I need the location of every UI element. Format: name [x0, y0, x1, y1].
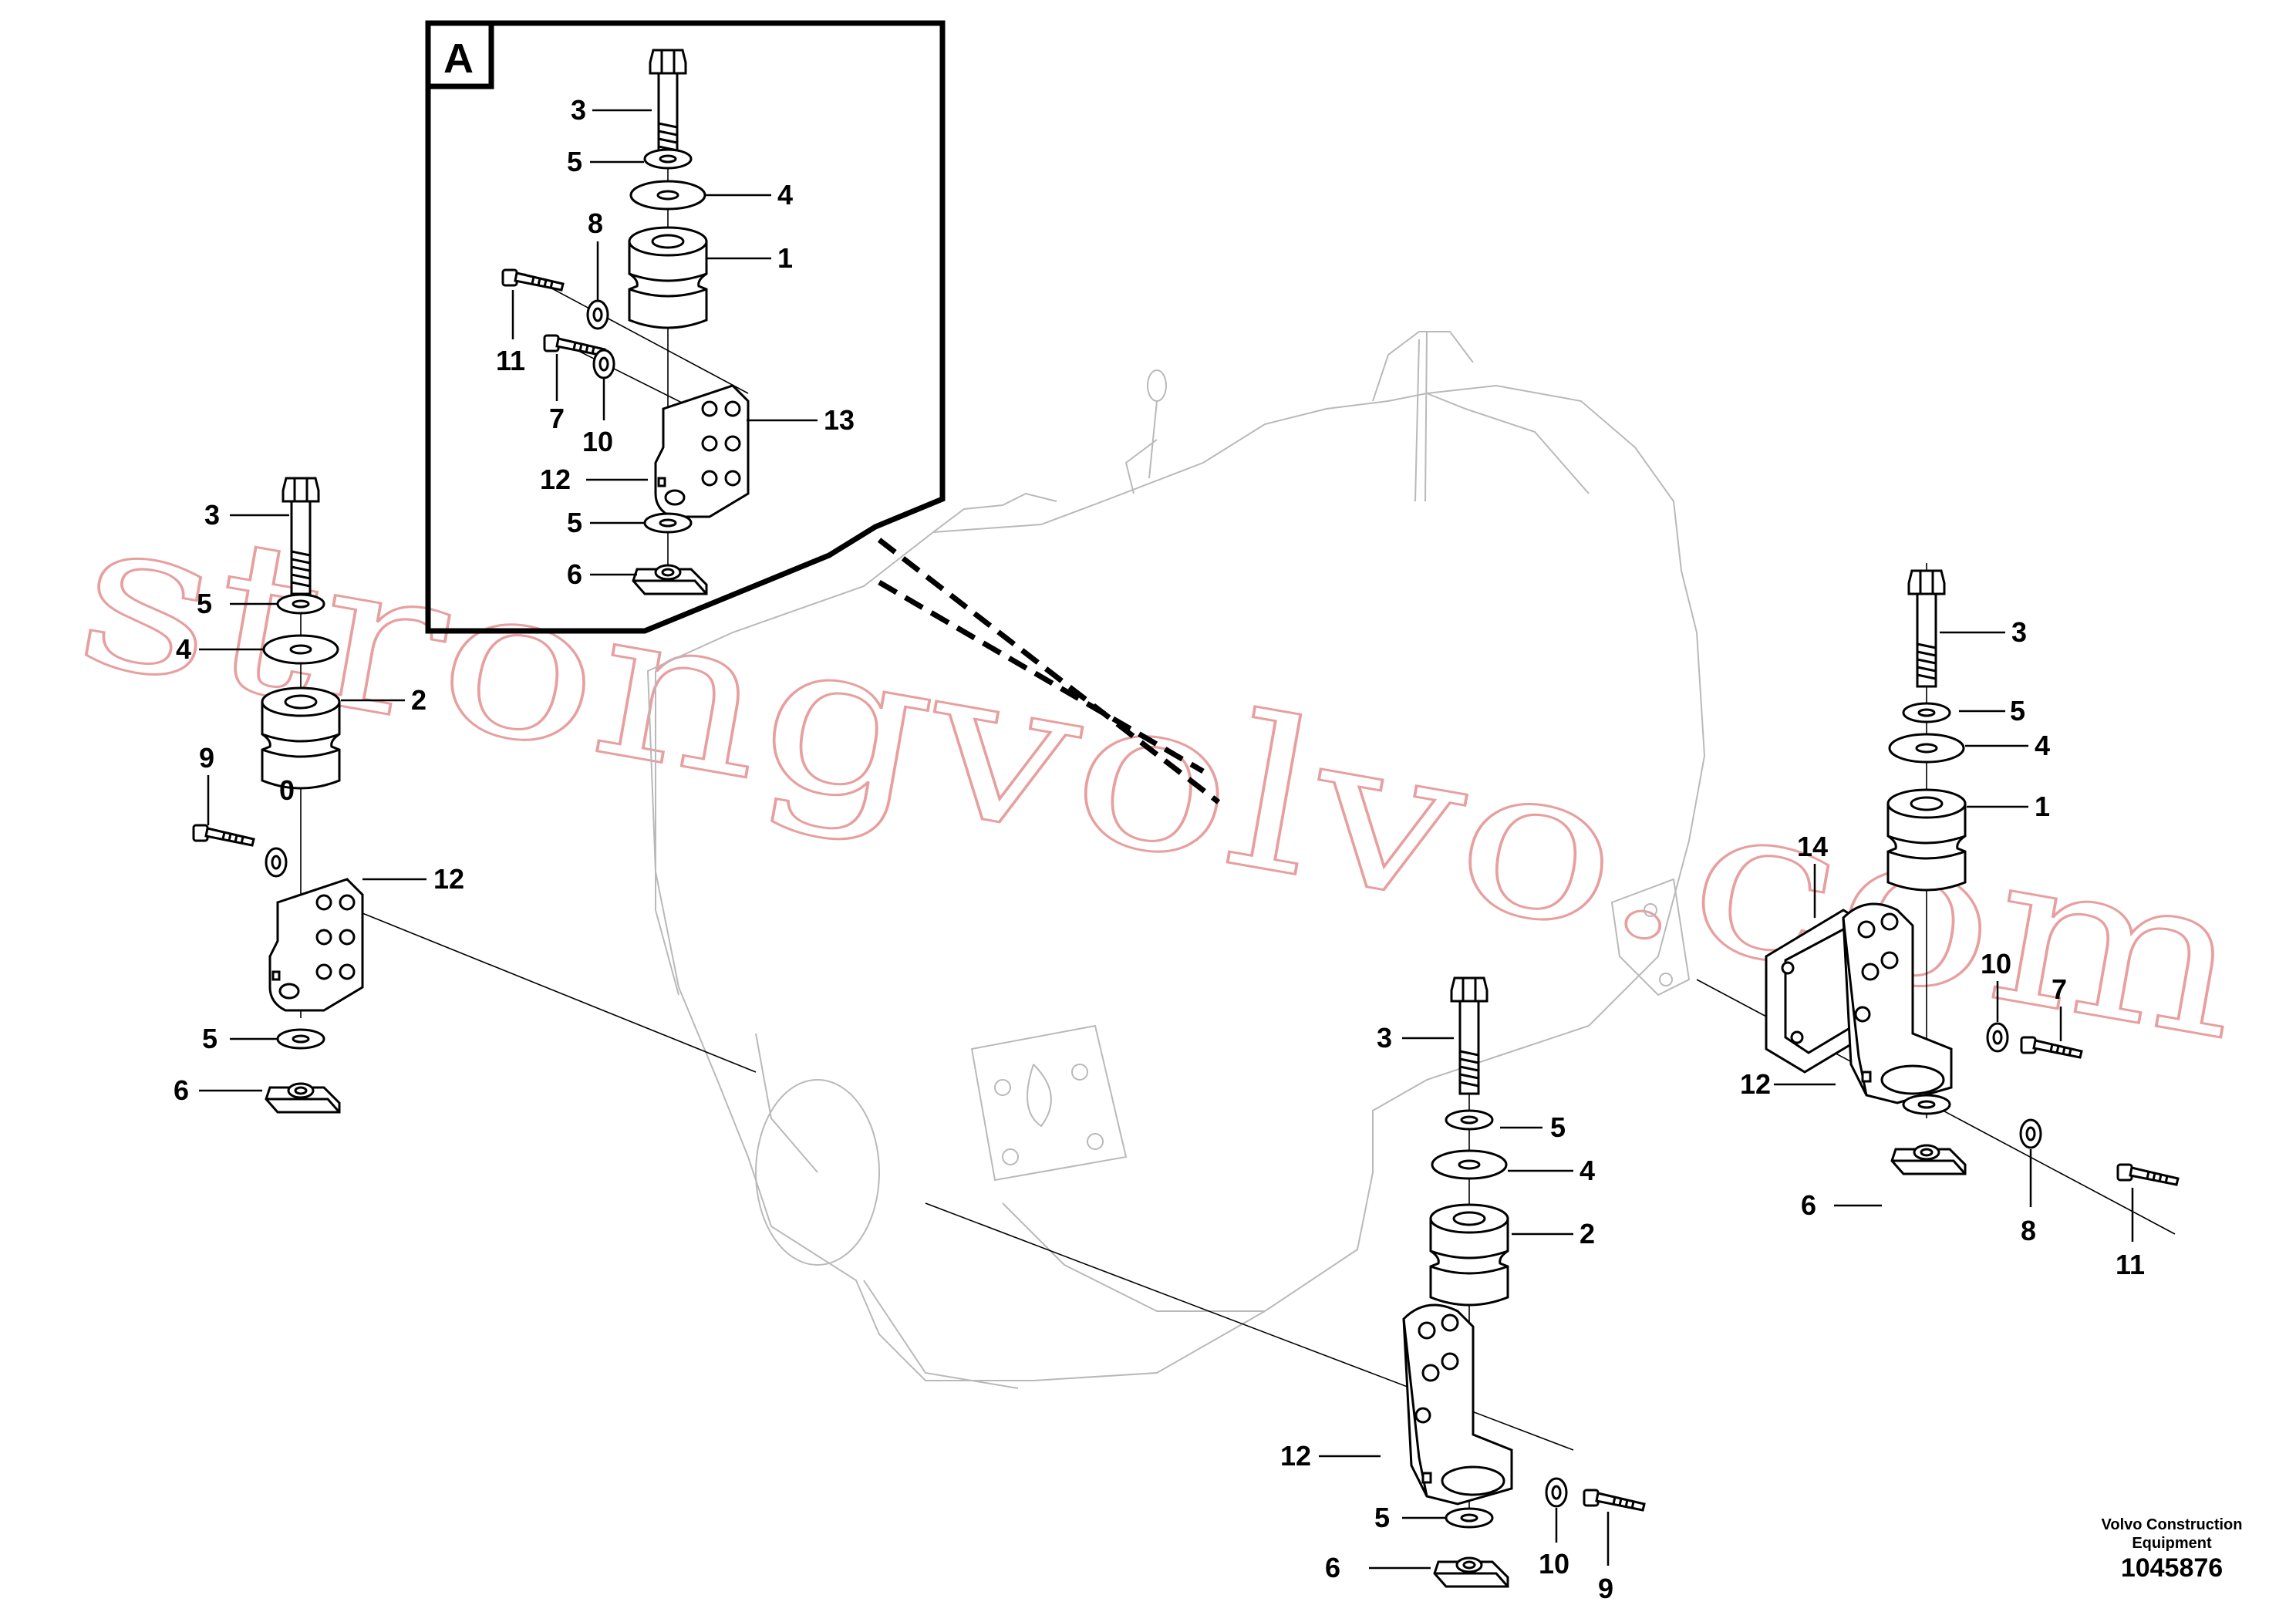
left-plate — [265, 1082, 341, 1114]
a-screw-lower — [543, 334, 606, 357]
callout-label: 2 — [411, 684, 426, 716]
callout-label: 12 — [1280, 1440, 1311, 1472]
engine-outline — [646, 331, 1706, 1389]
detail-a-frame: A — [425, 20, 946, 634]
a-lockwasher-upper — [586, 299, 609, 330]
center-leaders — [1319, 1037, 1610, 1570]
right-washer-top — [1902, 702, 1951, 723]
callout-label: 8 — [588, 207, 603, 239]
callout-label: 0 — [279, 774, 295, 806]
detail-a-link — [877, 538, 1221, 804]
left-washer-large — [262, 634, 339, 665]
callout-label: 2 — [1580, 1218, 1595, 1249]
callout-label: 4 — [1580, 1155, 1595, 1186]
right-bolt — [1907, 569, 1946, 688]
a-screw-upper — [501, 268, 565, 292]
callout-label: 5 — [2010, 695, 2025, 727]
detail-a-parts — [501, 49, 750, 595]
callout-label: 3 — [2011, 616, 2027, 648]
callout-label: 7 — [2052, 973, 2067, 1005]
callout-label: 13 — [824, 404, 855, 436]
callouts-left: 3 5 4 2 9 0 12 5 6 — [174, 499, 464, 1106]
left-washer-bottom — [276, 1028, 325, 1050]
center-screw — [1583, 1489, 1646, 1512]
center-plate — [1433, 1556, 1509, 1588]
left-washer-top — [276, 593, 325, 615]
callout-label: 12 — [433, 863, 464, 895]
callout-label: 5 — [202, 1023, 217, 1054]
callout-label: 3 — [204, 499, 220, 531]
center-mount-assembly — [925, 976, 1646, 1588]
center-bolt — [1450, 976, 1489, 1095]
callout-label: 9 — [199, 742, 214, 774]
left-mount-assembly — [192, 477, 757, 1114]
callouts-center: 3 5 4 2 12 5 10 9 6 — [1280, 1022, 1613, 1604]
left-bracket — [268, 878, 364, 1012]
detail-a-leaders — [511, 109, 818, 576]
callout-label: 5 — [567, 146, 582, 177]
callout-label: 4 — [777, 179, 793, 211]
left-screw — [192, 824, 255, 847]
callouts-detail-a: 3 5 4 8 1 11 7 10 13 12 5 6 — [496, 94, 855, 590]
callout-label: 6 — [1801, 1189, 1816, 1221]
center-washer-bottom — [1445, 1507, 1494, 1529]
callout-label: 10 — [1981, 948, 2011, 980]
a-washer-top — [643, 148, 693, 170]
callout-label: 1 — [2035, 791, 2050, 822]
callout-label: 9 — [1598, 1573, 1613, 1604]
callout-label: 10 — [1539, 1548, 1569, 1580]
callout-label: 5 — [197, 588, 212, 619]
callout-label: 11 — [2116, 1249, 2145, 1280]
callout-label: 11 — [496, 345, 525, 376]
right-washer-large — [1888, 733, 1965, 764]
callout-label: 5 — [1550, 1111, 1566, 1143]
right-lockwasher-lower — [2019, 1118, 2042, 1149]
callout-label: 14 — [1797, 831, 1828, 862]
callout-label: 3 — [571, 94, 586, 126]
callout-label: 3 — [1377, 1022, 1392, 1054]
center-rubber-mount — [1429, 1203, 1509, 1307]
right-screw-lower — [2116, 1163, 2180, 1186]
right-washer-bottom — [1902, 1094, 1951, 1115]
left-leaders — [199, 514, 426, 1092]
callout-label: 5 — [567, 507, 582, 538]
a-bracket — [654, 384, 750, 518]
watermark-text: strongvolvo.com — [62, 467, 2261, 1087]
callout-label: 1 — [777, 242, 793, 274]
callout-label: 7 — [549, 403, 565, 434]
right-rubber-mount — [1886, 788, 1967, 892]
callouts-right: 3 5 4 1 14 10 7 12 6 8 11 — [1740, 616, 2145, 1280]
right-lockwasher — [1986, 1022, 2009, 1053]
detail-letter: A — [443, 35, 474, 82]
center-lockwasher — [1545, 1477, 1568, 1508]
a-plate — [632, 564, 708, 595]
callout-label: 12 — [1740, 1068, 1771, 1100]
right-plate — [1890, 1144, 1967, 1175]
center-washer-top — [1445, 1109, 1494, 1131]
callout-label: 8 — [2021, 1215, 2036, 1246]
left-lockwasher — [265, 847, 288, 878]
callout-label: 6 — [174, 1074, 189, 1106]
callout-label: 4 — [2035, 730, 2050, 761]
right-leaders — [1774, 631, 2134, 1242]
left-rubber-mount — [261, 686, 341, 790]
a-washer-large — [629, 180, 706, 211]
callout-label: 4 — [176, 633, 191, 665]
center-bracket — [1402, 1303, 1513, 1506]
callout-label: 12 — [540, 464, 571, 495]
a-rubber-mount — [628, 226, 708, 329]
a-lockwasher-lower — [592, 349, 615, 379]
center-washer-large — [1431, 1149, 1508, 1180]
callout-label: 6 — [1325, 1552, 1340, 1583]
callout-label: 5 — [1374, 1502, 1390, 1533]
callout-label: 10 — [582, 426, 613, 457]
right-mount-assembly — [1696, 563, 2180, 1235]
a-washer-bottom — [643, 512, 693, 534]
document-number: 1045876 — [2121, 1553, 2223, 1583]
callout-label: 6 — [567, 558, 582, 590]
